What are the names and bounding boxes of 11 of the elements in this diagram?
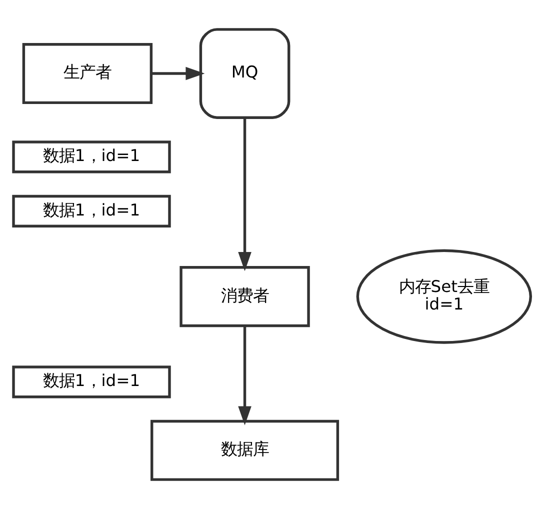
- node-box: 消费者: [180, 266, 310, 328]
- arrow: [238, 118, 252, 272]
- arrow: [151, 66, 205, 80]
- node-box: 数据库: [150, 420, 340, 481]
- node-box: 数据1，id=1: [12, 194, 171, 228]
- node-box: 数据1，id=1: [12, 366, 171, 398]
- node-box: 生产者: [22, 42, 153, 104]
- arrow: [238, 326, 252, 426]
- node-box: 数据1，id=1: [12, 140, 171, 174]
- node-box: MQ: [199, 28, 290, 119]
- node-ellipse: 内存Set去重 id=1: [356, 249, 532, 344]
